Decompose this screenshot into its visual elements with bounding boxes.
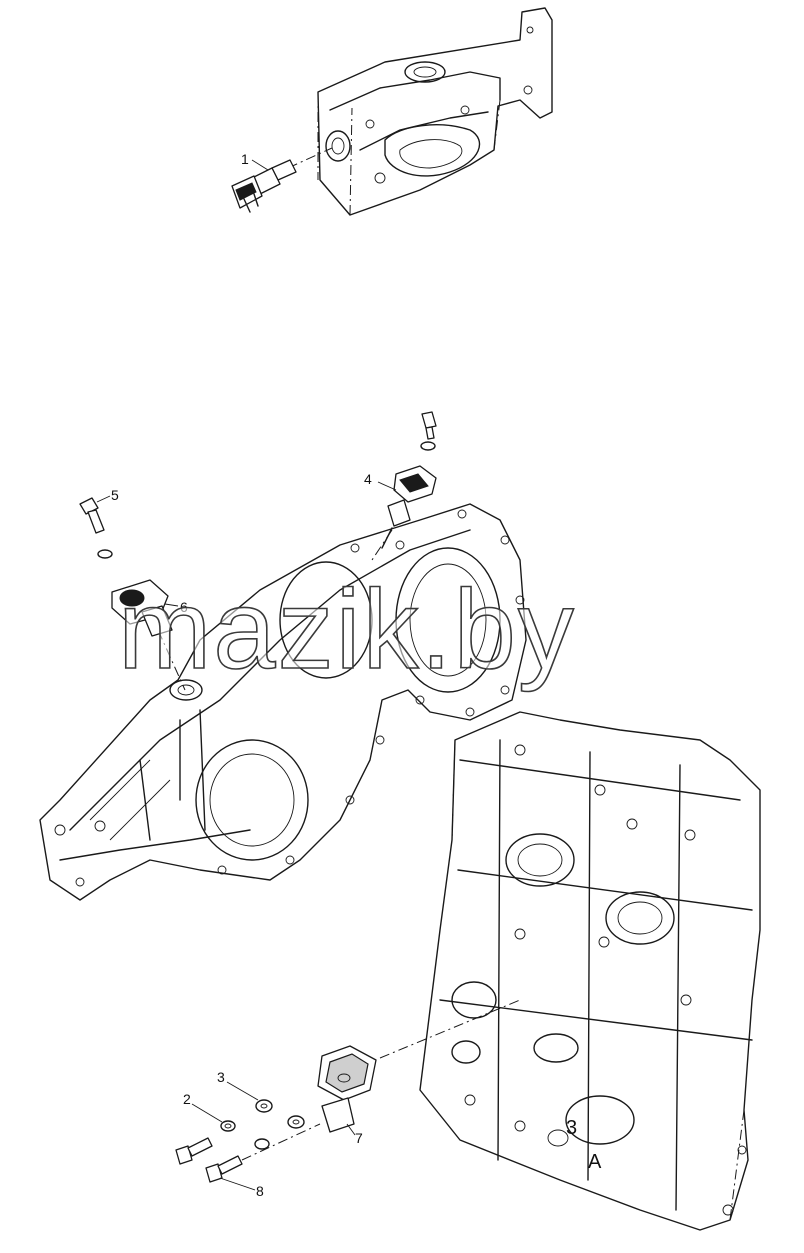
callout-7: 7 (355, 1130, 363, 1146)
callout-5: 5 (111, 487, 119, 503)
timing-cover (39, 503, 527, 901)
bolt-8 (175, 1123, 321, 1183)
cast-letter-mark: A (588, 1151, 602, 1173)
bolt-5 (79, 497, 113, 559)
callout-4: 4 (364, 471, 372, 487)
map-sensor-7 (317, 1045, 377, 1133)
thermostat-housing (287, 7, 553, 216)
callout-3: 3 (217, 1069, 225, 1085)
callout-1: 1 (241, 151, 249, 167)
bolt-and-washer-4 (420, 411, 437, 451)
callout-6: 6 (180, 599, 188, 615)
crankshaft-sensor-4 (381, 465, 437, 549)
washer-2 (220, 1120, 270, 1150)
camshaft-sensor-6 (111, 579, 173, 637)
callout-2: 2 (183, 1091, 191, 1107)
temperature-sensor (231, 159, 297, 213)
washer-3 (255, 1099, 305, 1129)
cylinder-block: A 3 (379, 711, 761, 1231)
cast-digit-mark: 3 (566, 1117, 577, 1139)
watermark-text: mazik.by (118, 567, 576, 692)
callout-8: 8 (256, 1183, 264, 1199)
